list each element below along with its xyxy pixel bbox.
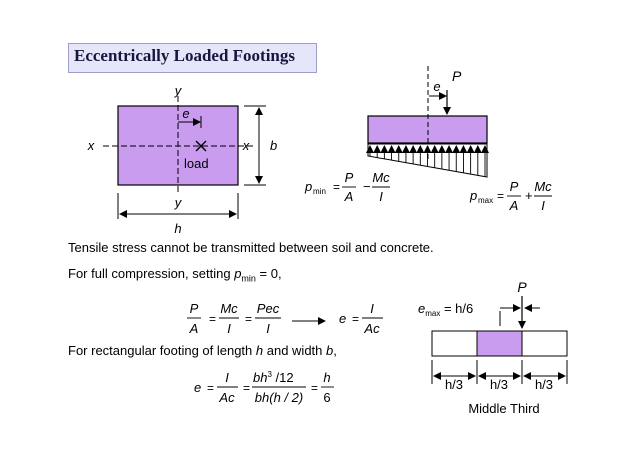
middle-third-zone bbox=[476, 330, 523, 357]
eq2-equals: = bbox=[352, 312, 359, 326]
pmax-symbol: p bbox=[469, 188, 477, 203]
eq3-equals-1: = bbox=[207, 381, 214, 395]
pmin-subscript: min bbox=[313, 187, 326, 196]
dim-h-label: h bbox=[174, 221, 181, 236]
equation-emax: e = I Ac = bh3 /12 bh(h / 2) = h 6 bbox=[194, 370, 334, 405]
footing-elevation: e P p min = P A − Mc I p max = bbox=[304, 66, 552, 213]
load-label-P-middle: P bbox=[517, 279, 527, 295]
middle-third-diagram: P emax = h/6 h/3 h/3 h/3 Middle Third bbox=[418, 279, 568, 416]
ecc-label-plan: e bbox=[182, 106, 189, 121]
eq1-frac3-num: Pec bbox=[257, 301, 280, 316]
eq3-equals-2: = bbox=[243, 381, 250, 395]
eq3-frac1-num: I bbox=[225, 370, 229, 385]
pmin-frac2-den: I bbox=[379, 189, 383, 204]
eq3-frac2-num: bh3 /12 bbox=[253, 370, 294, 385]
eq3-frac1-den: Ac bbox=[218, 390, 235, 405]
equation-e: e = I Ac bbox=[339, 301, 383, 336]
eq1-frac1-num: P bbox=[190, 301, 199, 316]
eq1-frac1-den: A bbox=[189, 321, 199, 336]
ecc-label-elevation: e bbox=[433, 79, 440, 94]
eq3-frac2-den: bh(h / 2) bbox=[255, 390, 303, 405]
footing-plan: y y x x e load b h bbox=[87, 83, 277, 236]
eq1-frac3-den: I bbox=[266, 321, 270, 336]
eq3-frac3-den: 6 bbox=[323, 390, 330, 405]
pmin-formula: p min = P A − Mc I bbox=[304, 170, 390, 204]
rectangular-footing-note: For rectangular footing of length h and … bbox=[68, 343, 337, 358]
pmax-equals: = bbox=[497, 189, 504, 203]
x-axis-label-right: x bbox=[242, 138, 250, 153]
pmin-equals: = bbox=[333, 180, 340, 194]
pmin-minus: − bbox=[363, 179, 371, 194]
pmax-formula: p max = P A + Mc I bbox=[469, 179, 552, 213]
slide-title: Eccentrically Loaded Footings bbox=[74, 46, 295, 65]
pmax-frac1-num: P bbox=[510, 179, 519, 194]
pmax-frac2-den: I bbox=[541, 198, 545, 213]
eq1-equals-1: = bbox=[209, 312, 216, 326]
load-point-icon bbox=[195, 140, 207, 152]
pmin-frac2-num: Mc bbox=[372, 170, 390, 185]
title-box bbox=[68, 43, 317, 73]
eq2-den: Ac bbox=[363, 321, 380, 336]
eq3-equals-3: = bbox=[311, 381, 318, 395]
eq1-frac2-num: Mc bbox=[220, 301, 238, 316]
pressure-arrows bbox=[366, 145, 489, 177]
third-label-2: h/3 bbox=[490, 377, 508, 392]
equation-pmin-zero: P A = Mc I = Pec I bbox=[187, 301, 281, 336]
third-label-3: h/3 bbox=[535, 377, 553, 392]
pmin-symbol: p bbox=[304, 179, 312, 194]
eq3-lhs: e bbox=[194, 380, 201, 395]
tensile-stress-note: Tensile stress cannot be transmitted bet… bbox=[68, 240, 434, 255]
eq1-equals-2: = bbox=[245, 312, 252, 326]
x-axis-label-left: x bbox=[87, 138, 95, 153]
y-axis-label-bottom: y bbox=[174, 195, 183, 210]
pmax-subscript: max bbox=[478, 196, 493, 205]
load-label-P: P bbox=[452, 68, 462, 84]
third-label-1: h/3 bbox=[445, 377, 463, 392]
eq3-frac3-num: h bbox=[323, 370, 330, 385]
middle-third-caption: Middle Third bbox=[468, 401, 539, 416]
pmax-frac1-den: A bbox=[509, 198, 519, 213]
eq2-num: I bbox=[370, 301, 374, 316]
pmin-frac1-den: A bbox=[344, 189, 354, 204]
dim-b-label: b bbox=[270, 138, 277, 153]
y-axis-label-top: y bbox=[174, 83, 183, 98]
load-label: load bbox=[184, 156, 209, 171]
pmax-plus: + bbox=[525, 188, 533, 203]
pmin-frac1-num: P bbox=[345, 170, 354, 185]
eq2-lhs: e bbox=[339, 311, 346, 326]
full-compression-note: For full compression, setting pmin = 0, bbox=[68, 266, 282, 284]
emax-label: emax = h/6 bbox=[418, 301, 473, 318]
pmax-frac2-num: Mc bbox=[534, 179, 552, 194]
eq1-frac2-den: I bbox=[227, 321, 231, 336]
